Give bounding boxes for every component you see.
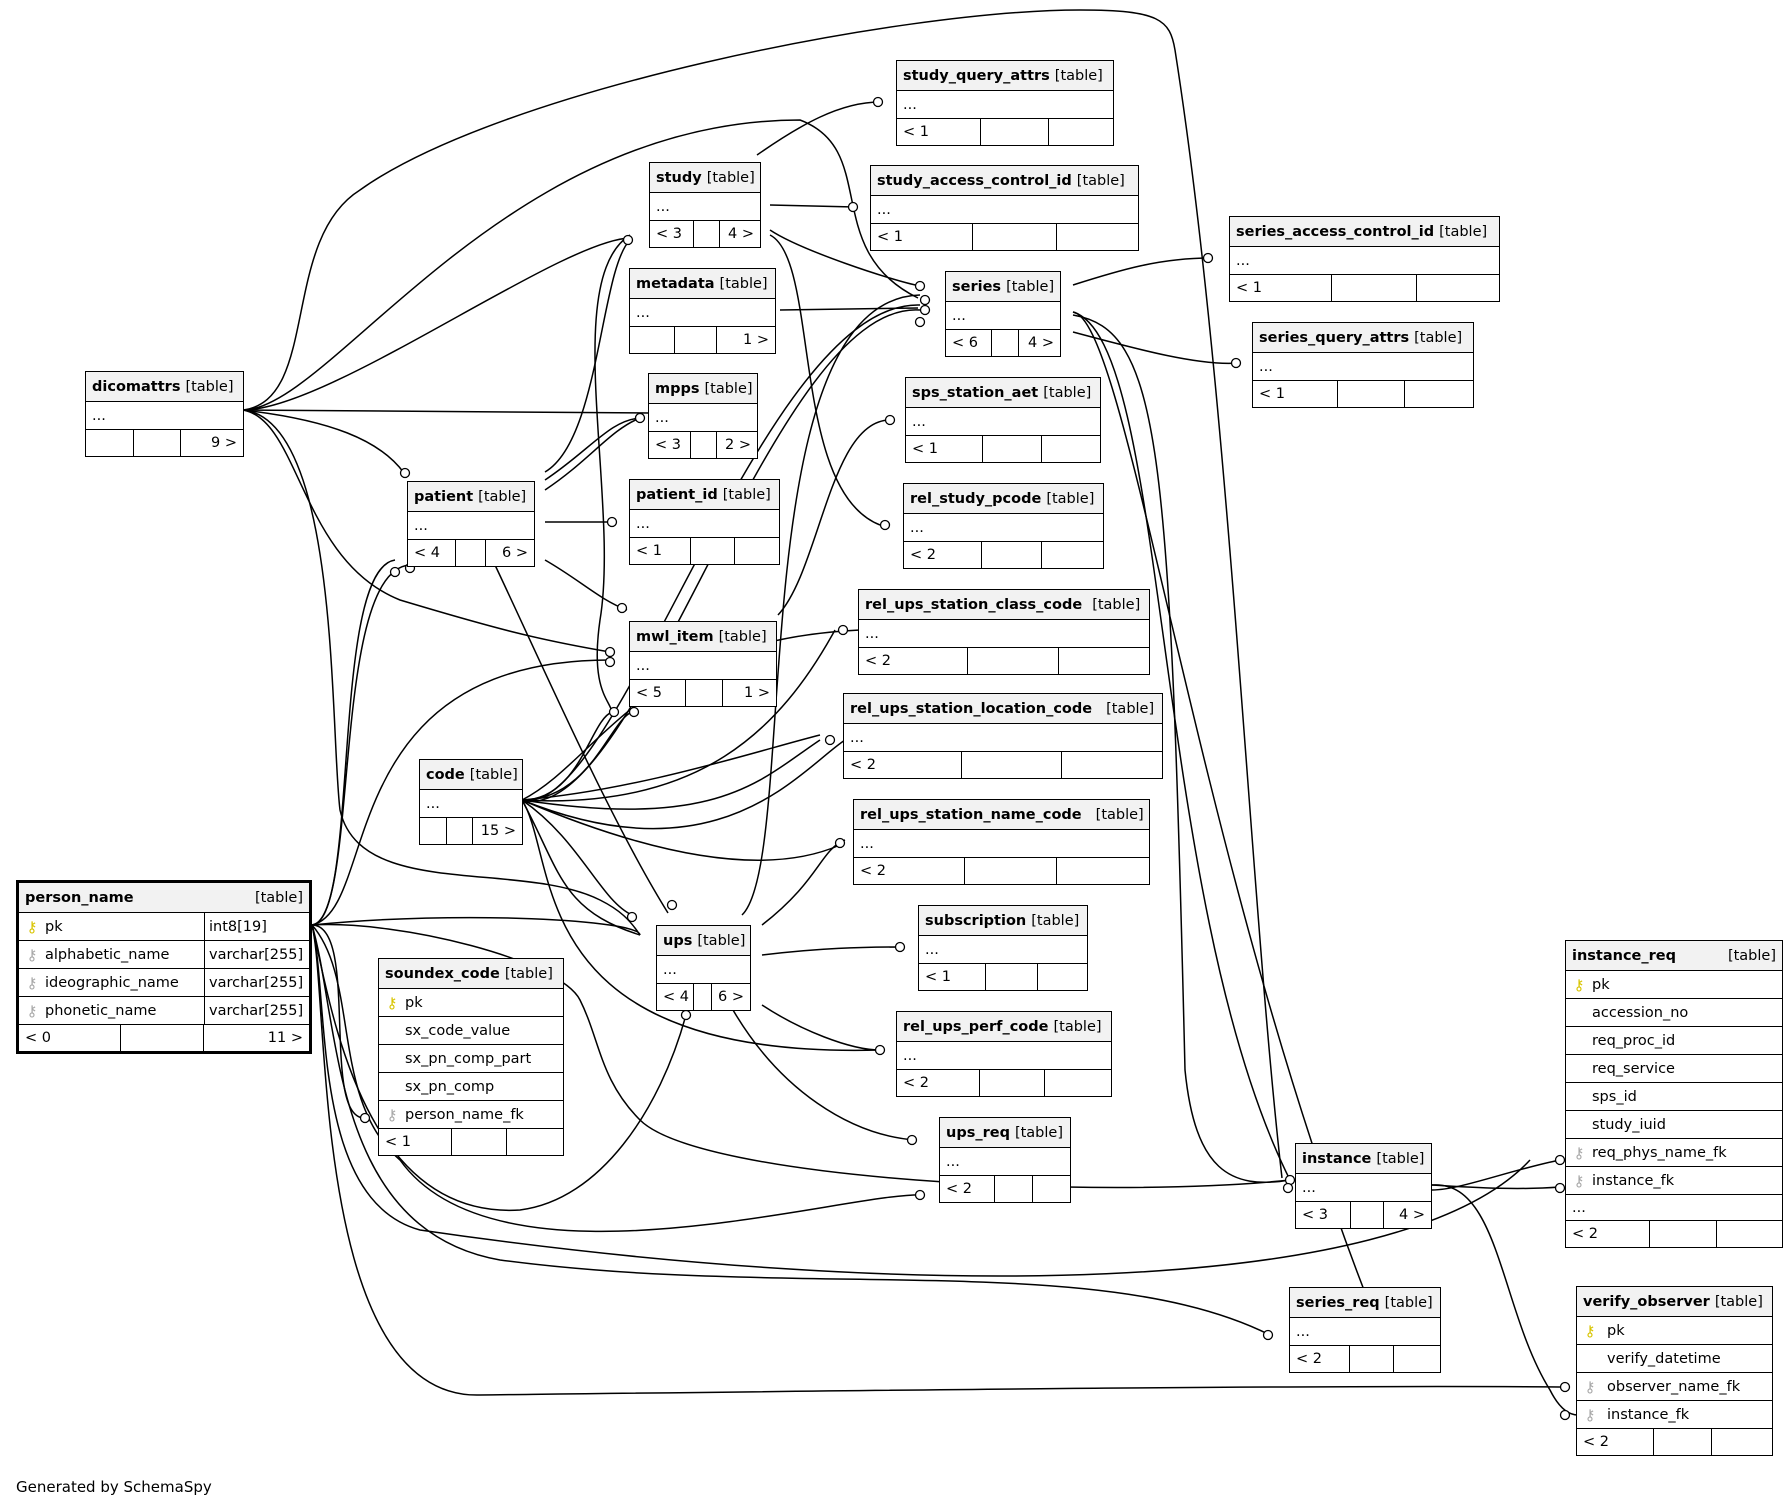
table-study-access-control-id[interactable]: study_access_control_id[table] ... < 1 xyxy=(870,165,1139,251)
table-series-query-attrs[interactable]: series_query_attrs[table] ... < 1 xyxy=(1252,322,1474,408)
rel-line xyxy=(311,916,641,936)
rel-line xyxy=(311,659,611,926)
rel-line xyxy=(311,924,926,1233)
rel-line xyxy=(311,564,411,926)
rel-line xyxy=(521,799,841,861)
rel-line xyxy=(521,799,881,1051)
rel-line xyxy=(521,799,633,916)
table-rel-ups-perf-code[interactable]: rel_ups_perf_code[table] ... < 2 xyxy=(896,1011,1112,1097)
key-icon: ⚷ xyxy=(26,917,38,936)
table-rel-study-pcode[interactable]: rel_study_pcode[table] ... < 2 xyxy=(903,483,1104,569)
generated-by-note: Generated by SchemaSpy xyxy=(16,1478,212,1496)
table-ups-req[interactable]: ups_req[table] ... < 2 xyxy=(939,1117,1071,1203)
table-sps-station-aet[interactable]: sps_station_aet[table] ... < 1 xyxy=(905,377,1101,463)
rel-line xyxy=(1072,314,1291,1184)
rel-line xyxy=(242,409,651,414)
key-icon: ⚷ xyxy=(1584,1405,1596,1424)
rel-line xyxy=(761,839,846,926)
table-code[interactable]: code[table] ... 15 > xyxy=(419,759,523,845)
rel-line xyxy=(242,409,641,936)
table-soundex-code[interactable]: soundex_code[table] ⚷pk ⚷sx_code_value ⚷… xyxy=(378,958,564,1156)
rel-line xyxy=(1431,1184,1579,1416)
table-series-req[interactable]: series_req[table] ... < 2 xyxy=(1289,1287,1441,1373)
rel-line xyxy=(769,229,921,287)
rel-line xyxy=(242,409,611,653)
key-icon: ⚷ xyxy=(1584,1377,1596,1396)
key-icon: ⚷ xyxy=(1573,1171,1585,1190)
table-dicomattrs[interactable]: dicomattrs[table] ... 9 > xyxy=(85,371,244,457)
rel-line xyxy=(521,739,846,830)
rel-line xyxy=(521,739,821,810)
rel-line xyxy=(521,734,821,801)
rel-line xyxy=(544,417,641,491)
table-instance-req[interactable]: instance_req[table] ⚷pk ⚷accession_no ⚷r… xyxy=(1565,940,1783,1248)
rel-line xyxy=(741,294,921,916)
key-icon: ⚷ xyxy=(26,945,38,964)
rel-line xyxy=(777,419,891,616)
rel-line xyxy=(242,119,919,411)
rel-line xyxy=(544,559,628,611)
key-icon: ⚷ xyxy=(1573,975,1585,994)
key-icon: ⚷ xyxy=(26,973,38,992)
table-metadata[interactable]: metadata[table] ... 1 > xyxy=(629,268,776,354)
key-icon: ⚷ xyxy=(386,1105,398,1124)
rel-line xyxy=(311,924,1271,1336)
rel-line xyxy=(311,924,687,1211)
rel-line xyxy=(732,1009,916,1141)
rel-line xyxy=(769,234,881,526)
rel-line xyxy=(761,946,906,956)
rel-line xyxy=(1431,1159,1561,1191)
rel-line xyxy=(1072,331,1239,365)
rel-line xyxy=(761,1004,881,1051)
table-rel-ups-station-location-code[interactable]: rel_ups_station_location_code[table] ...… xyxy=(843,693,1163,779)
table-series-access-control-id[interactable]: series_access_control_id[table] ... < 1 xyxy=(1229,216,1500,302)
key-icon: ⚷ xyxy=(1573,1143,1585,1162)
rel-line xyxy=(1072,257,1211,286)
rel-line xyxy=(594,234,631,713)
rel-line xyxy=(494,564,669,914)
key-icon: ⚷ xyxy=(386,993,398,1012)
rel-line xyxy=(242,9,1283,1179)
rel-line xyxy=(769,204,856,208)
rel-line xyxy=(242,409,405,474)
rel-line xyxy=(544,417,641,481)
rel-line xyxy=(311,559,396,926)
rel-line xyxy=(521,629,836,802)
table-rel-ups-station-class-code[interactable]: rel_ups_station_class_code[table] ... < … xyxy=(858,589,1150,675)
rel-line xyxy=(311,924,1571,1396)
table-subscription[interactable]: subscription[table] ... < 1 xyxy=(918,905,1088,991)
table-study-query-attrs[interactable]: study_query_attrs[table] ... < 1 xyxy=(896,60,1114,146)
rel-line xyxy=(242,237,631,411)
table-verify-observer[interactable]: verify_observer[table] ⚷pk ⚷verify_datet… xyxy=(1576,1286,1773,1456)
rel-line xyxy=(544,239,631,473)
cardinality-markers xyxy=(359,96,1571,1421)
table-rel-ups-station-name-code[interactable]: rel_ups_station_name_code[table] ... < 2 xyxy=(853,799,1150,885)
rel-line xyxy=(756,101,881,156)
key-icon: ⚷ xyxy=(26,1001,38,1020)
key-icon: ⚷ xyxy=(1584,1321,1596,1340)
rel-line xyxy=(521,711,613,801)
rel-line xyxy=(311,924,1531,1277)
rel-line xyxy=(311,924,366,1119)
table-patient-id[interactable]: patient_id[table] ... < 1 xyxy=(629,479,780,565)
rel-line xyxy=(1072,311,1291,1181)
